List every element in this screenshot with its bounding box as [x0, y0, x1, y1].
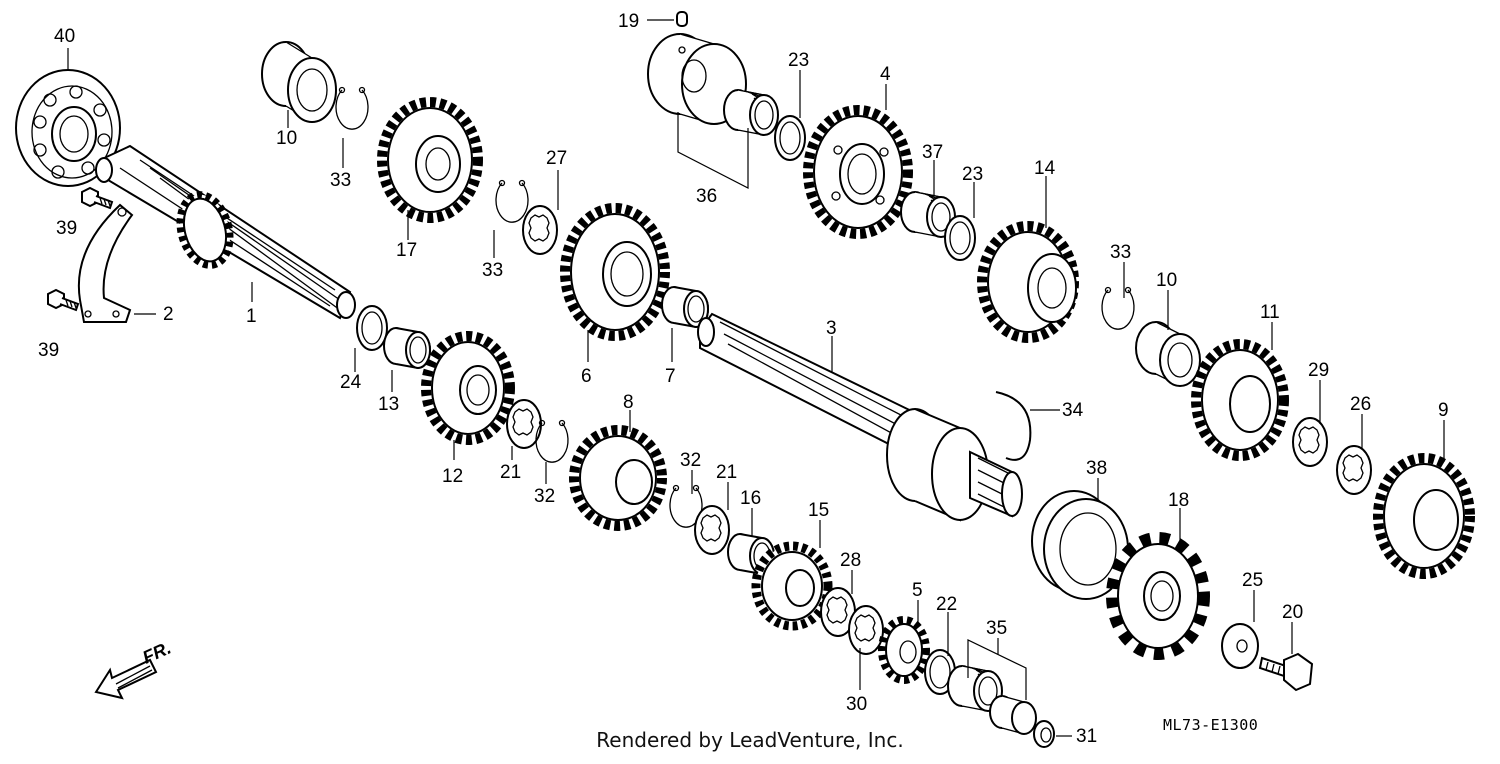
circlip-33-b	[495, 179, 529, 223]
thrust-washer-23-a	[774, 115, 806, 161]
callout-3: 3	[826, 318, 837, 339]
oil-seal-38	[1031, 490, 1129, 600]
spline-washer-27	[522, 205, 558, 255]
washer-25	[1221, 623, 1259, 669]
thrust-washer-23-b	[944, 215, 976, 261]
gear-14	[977, 221, 1079, 343]
callout-30: 30	[846, 694, 867, 715]
callout-38: 38	[1086, 458, 1107, 479]
leader-lines	[67, 19, 1445, 737]
circlip-33-c	[1101, 286, 1135, 330]
bolt-20	[1258, 652, 1314, 692]
callout-24: 24	[340, 372, 362, 393]
diagram-code: ML73-E1300	[1163, 716, 1259, 734]
callout-25: 25	[1242, 570, 1263, 591]
bolt-39-upper	[81, 187, 113, 209]
callout-20: 20	[1282, 602, 1303, 623]
callout-4: 4	[880, 64, 891, 85]
render-credit: Rendered by LeadVenture, Inc.	[596, 728, 904, 752]
bushing-13	[383, 327, 431, 369]
countershaft-3	[697, 312, 1023, 522]
callout-39-lower: 39	[38, 340, 59, 361]
callout-10-right: 10	[1156, 270, 1177, 291]
callout-labels: 40 39 39 2 1 10 33 17 33 24 13 12 21 32 …	[38, 11, 1449, 747]
callout-18: 18	[1168, 490, 1189, 511]
front-direction-label: FR.	[139, 638, 174, 668]
callout-9: 9	[1438, 400, 1449, 421]
bolt-39-lower	[47, 289, 79, 311]
gear-15	[751, 541, 833, 631]
callout-11: 11	[1260, 302, 1280, 323]
callout-39-upper: 39	[56, 218, 77, 239]
spline-washer-29	[1292, 417, 1328, 467]
ball-bearing-40	[15, 69, 121, 187]
gear-6	[560, 203, 670, 341]
mainshaft-1	[95, 144, 356, 320]
callout-40: 40	[54, 26, 75, 47]
callout-16: 16	[740, 488, 761, 509]
circlip-33-a	[335, 86, 369, 130]
retaining-ring-34	[995, 391, 1032, 461]
callout-34: 34	[1062, 400, 1084, 421]
callout-5: 5	[912, 580, 923, 601]
thrust-washer-24	[356, 305, 388, 351]
front-direction-arrow: FR.	[94, 638, 174, 700]
callout-10-left: 10	[276, 128, 297, 149]
callout-32-b: 32	[680, 450, 701, 471]
callout-23-a: 23	[788, 50, 809, 71]
callout-31: 31	[1076, 726, 1097, 747]
bushing-10-right	[1135, 321, 1201, 387]
bushing-10-left	[261, 41, 337, 123]
callout-33-c: 33	[1110, 242, 1131, 263]
callout-33-a: 33	[330, 170, 351, 191]
stopper-plate-2	[77, 203, 134, 323]
callout-8: 8	[623, 392, 634, 413]
spline-washer-26	[1336, 445, 1372, 495]
callout-27: 27	[546, 148, 567, 169]
callout-12: 12	[442, 466, 463, 487]
callout-35: 35	[986, 618, 1007, 639]
pin-19	[676, 11, 688, 27]
gear-5	[878, 616, 930, 684]
gear-4	[803, 105, 913, 239]
washer-31	[1033, 720, 1055, 748]
needle-bearing-36	[723, 89, 779, 136]
callout-14: 14	[1034, 158, 1056, 179]
spline-washer-30	[848, 605, 884, 655]
callout-7: 7	[665, 366, 676, 387]
callout-1: 1	[246, 306, 257, 327]
drive-sprocket-18	[1106, 532, 1210, 660]
callout-21-a: 21	[500, 462, 521, 483]
callout-29: 29	[1308, 360, 1329, 381]
callout-26: 26	[1350, 394, 1371, 415]
bearing-collar-35	[989, 695, 1037, 735]
spline-washer-21-b	[694, 505, 730, 555]
callout-33-b: 33	[482, 260, 503, 281]
callout-23-b: 23	[962, 164, 983, 185]
gear-9	[1373, 453, 1475, 579]
callout-28: 28	[840, 550, 861, 571]
callout-32-a: 32	[534, 486, 555, 507]
callout-15: 15	[808, 500, 829, 521]
callout-6: 6	[581, 366, 592, 387]
callout-37: 37	[922, 142, 943, 163]
callout-36: 36	[696, 186, 717, 207]
callout-2: 2	[163, 304, 174, 325]
callout-21-b: 21	[716, 462, 737, 483]
gear-12	[421, 331, 515, 445]
callout-13: 13	[378, 394, 399, 415]
gear-11	[1191, 339, 1289, 461]
gear-17	[377, 97, 483, 223]
gear-8	[569, 425, 667, 531]
callout-17: 17	[396, 240, 417, 261]
callout-22: 22	[936, 594, 957, 615]
callout-19: 19	[618, 11, 639, 32]
